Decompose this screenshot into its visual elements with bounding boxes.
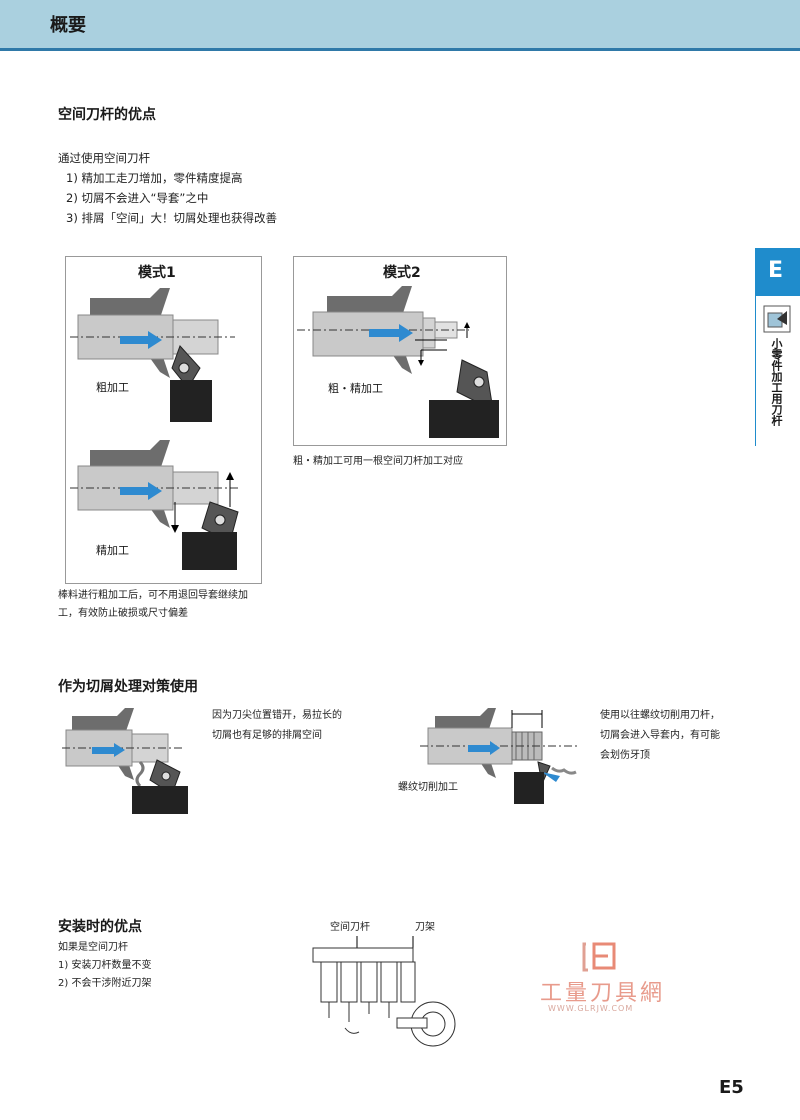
watermark-url: WWW.GLRJW.COM — [548, 1004, 634, 1013]
thread-caption-line2: 切屑会进入导套内，有可能 — [600, 730, 720, 741]
small-parts-icon — [763, 305, 791, 333]
mode2-diagram — [297, 286, 499, 438]
chip-control-caption-line1: 因为刀尖位置错开，易拉长的 — [212, 710, 342, 721]
mode1-rough-label: 粗加工 — [96, 381, 129, 394]
label-space-holder: 空间刀杆 — [330, 922, 370, 933]
mode1-diagram — [70, 288, 240, 570]
mode2-title: 模式2 — [383, 265, 421, 281]
chapter-tab — [755, 248, 800, 296]
section1-point-2: 2) 切屑不会进入“导套”之中 — [66, 191, 209, 205]
section-heading-installation: 安装时的优点 — [58, 919, 142, 935]
mode2-caption: 粗・精加工可用一根空间刀杆加工对应 — [293, 456, 463, 467]
section3-point-2: 2) 不会干涉附近刀架 — [58, 978, 152, 989]
thread-caption-line1: 使用以往螺纹切削用刀杆， — [600, 710, 720, 721]
chapter-letter: E — [768, 258, 784, 283]
section-heading-advantages: 空间刀杆的优点 — [58, 107, 156, 123]
watermark-logo — [582, 942, 616, 972]
chapter-side-text: 小零件加工用刀杆 — [770, 338, 783, 426]
mode2-label: 粗・精加工 — [328, 382, 383, 395]
section1-point-1: 1) 精加工走刀增加，零件精度提高 — [66, 171, 243, 185]
thread-cutting-diagram — [420, 708, 580, 804]
section-heading-chip-control: 作为切屑处理对策使用 — [58, 679, 198, 695]
chip-control-diagram — [62, 708, 188, 814]
chapter-tab-border — [755, 296, 800, 446]
thread-caption-line3: 会划伤牙顶 — [600, 750, 650, 761]
section1-point-3: 3) 排屑「空间」大！切屑处理也获得改善 — [66, 211, 277, 225]
label-tool-post: 刀架 — [415, 922, 435, 933]
watermark-text: 工量刀具網 — [540, 981, 666, 1006]
header-bar — [0, 0, 800, 48]
section1-intro: 通过使用空间刀杆 — [58, 151, 150, 165]
mode1-caption-line1: 棒料进行粗加工后，可不用退回导套继续加 — [58, 590, 248, 601]
page-number: E5 — [719, 1077, 744, 1098]
section3-point-1: 1) 安装刀杆数量不变 — [58, 960, 152, 971]
chip-control-caption-line2: 切屑也有足够的排屑空间 — [212, 730, 322, 741]
mode1-finish-label: 精加工 — [96, 544, 129, 557]
installation-diagram — [312, 936, 456, 1047]
page-title: 概要 — [50, 15, 86, 36]
section3-intro: 如果是空间刀杆 — [58, 942, 128, 953]
mode1-caption-line2: 工，有效防止破损或尺寸偏差 — [58, 608, 188, 619]
mode1-title: 模式1 — [138, 265, 176, 281]
thread-cutting-label: 螺纹切削加工 — [398, 782, 458, 793]
header-underline — [0, 48, 800, 51]
